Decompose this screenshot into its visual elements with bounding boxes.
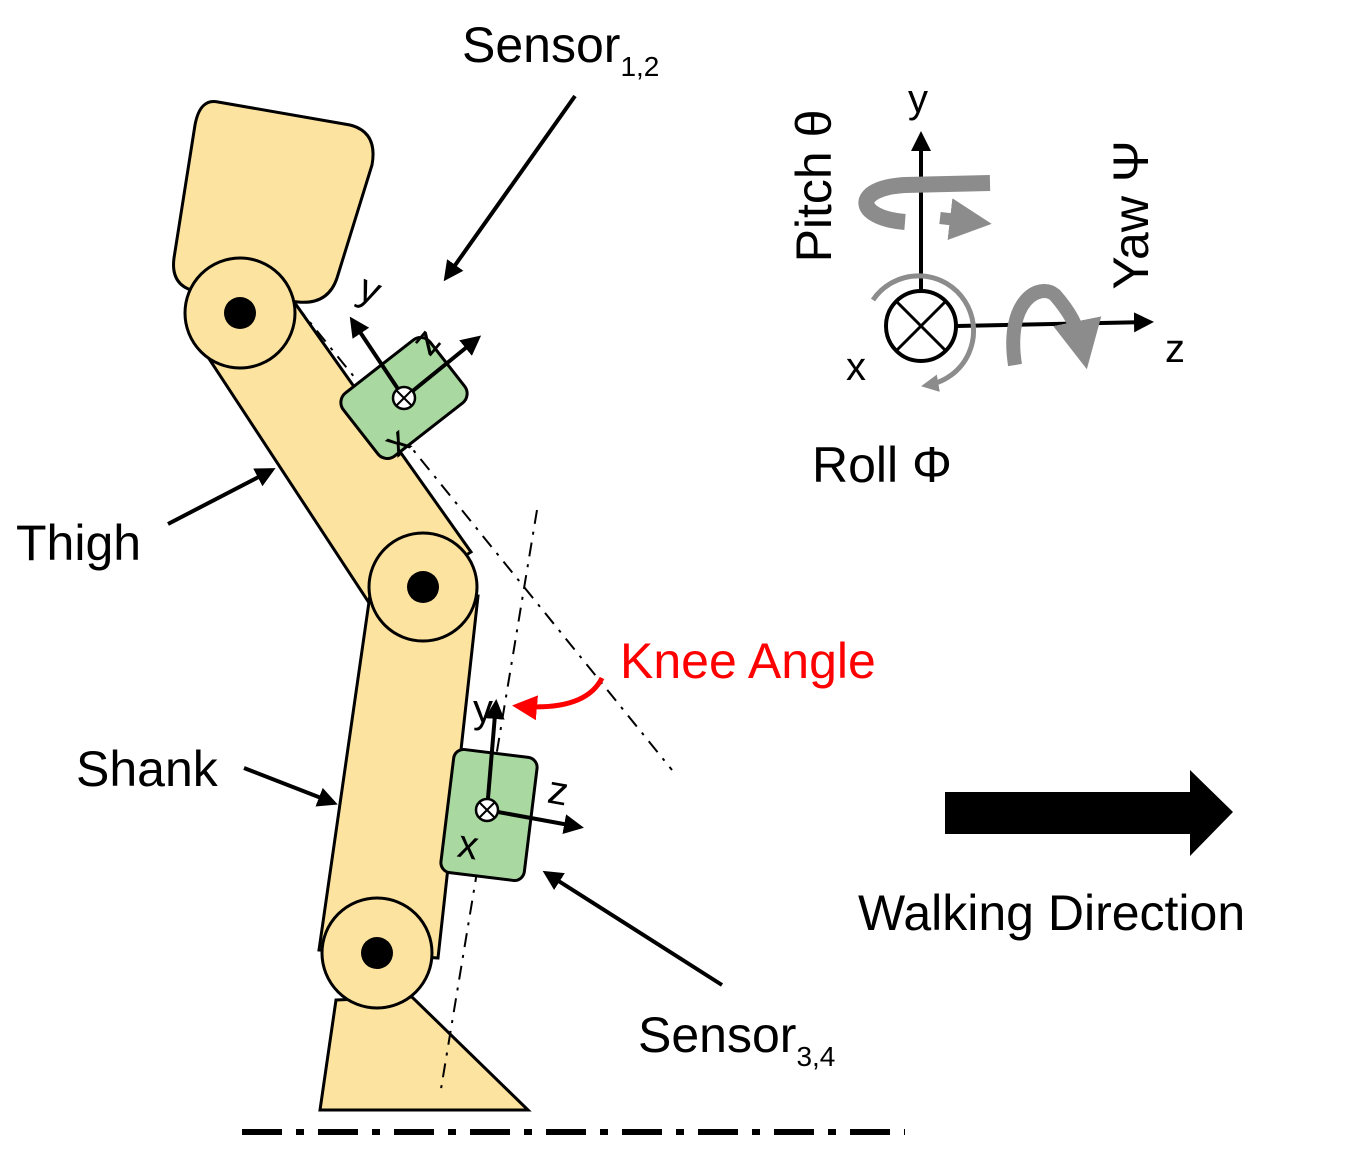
shank-label: Shank	[76, 741, 219, 797]
knee-angle-label: Knee Angle	[620, 633, 876, 689]
thigh-pointer	[167, 468, 276, 526]
walking-direction-arrow	[945, 770, 1233, 856]
shank-pointer	[243, 766, 338, 807]
hip-joint	[183, 256, 297, 370]
sensor-3-4-pointer	[542, 870, 724, 987]
pitch-label: Pitch θ	[786, 110, 842, 263]
yaw-label: Yaw Ψ	[1103, 140, 1159, 289]
legend-z-axis	[956, 312, 1154, 333]
legend-x-label: x	[846, 345, 866, 389]
knee-angle-arc	[512, 676, 605, 721]
yaw-rotation-arrow	[1006, 284, 1102, 370]
hip-block	[172, 99, 375, 304]
shank-sensor-y-label: y	[473, 687, 493, 731]
sensor-1-2-label: Sensor1,2	[462, 17, 659, 82]
legend-y-label: y	[908, 77, 928, 121]
sensor-1-2-pointer	[443, 94, 577, 282]
knee-joint	[367, 531, 479, 643]
pitch-rotation-arrow	[858, 175, 991, 230]
thigh-label: Thigh	[16, 515, 141, 571]
orientation-legend: y z x Pitch θ Yaw Ψ Roll Φ	[786, 77, 1185, 493]
shank-sensor: y z x	[439, 687, 584, 883]
thigh-sensor-y-label: y	[352, 266, 387, 314]
foot-segment	[318, 995, 532, 1112]
ankle-joint	[320, 896, 434, 1010]
walking-direction-label: Walking Direction	[858, 885, 1245, 941]
roll-rotation-arrow	[870, 273, 977, 392]
legend-z-label: z	[1165, 327, 1185, 371]
roll-label: Roll Φ	[812, 437, 952, 493]
shank-sensor-z-label: z	[545, 768, 572, 815]
sensor-3-4-label: Sensor3,4	[638, 1007, 835, 1072]
